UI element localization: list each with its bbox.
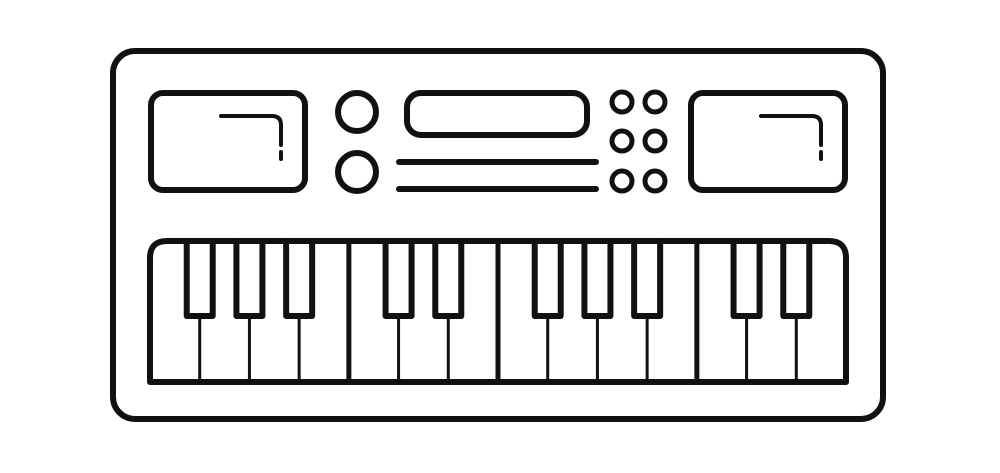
black-key [382, 238, 415, 319]
small-button [642, 128, 668, 154]
black-key [183, 238, 216, 319]
left-speaker-panel [148, 90, 308, 193]
keybed-outline [147, 238, 849, 385]
keyboard-body [110, 48, 886, 422]
black-keys [183, 238, 813, 319]
black-key [283, 238, 316, 319]
small-button [609, 168, 635, 194]
black-key [581, 238, 614, 319]
small-button [609, 128, 635, 154]
black-key [432, 238, 465, 319]
small-button [642, 89, 668, 115]
knob-upper [335, 90, 379, 134]
black-key [730, 238, 763, 319]
knob-lower [335, 150, 379, 194]
black-key [531, 238, 564, 319]
black-key [631, 238, 664, 319]
small-button [642, 168, 668, 194]
right-speaker-panel [688, 90, 848, 193]
piano-keybed [147, 238, 849, 385]
black-key [780, 238, 813, 319]
small-button [609, 89, 635, 115]
small-buttons-grid [609, 89, 668, 194]
display-screen [404, 90, 590, 138]
black-key [233, 238, 266, 319]
